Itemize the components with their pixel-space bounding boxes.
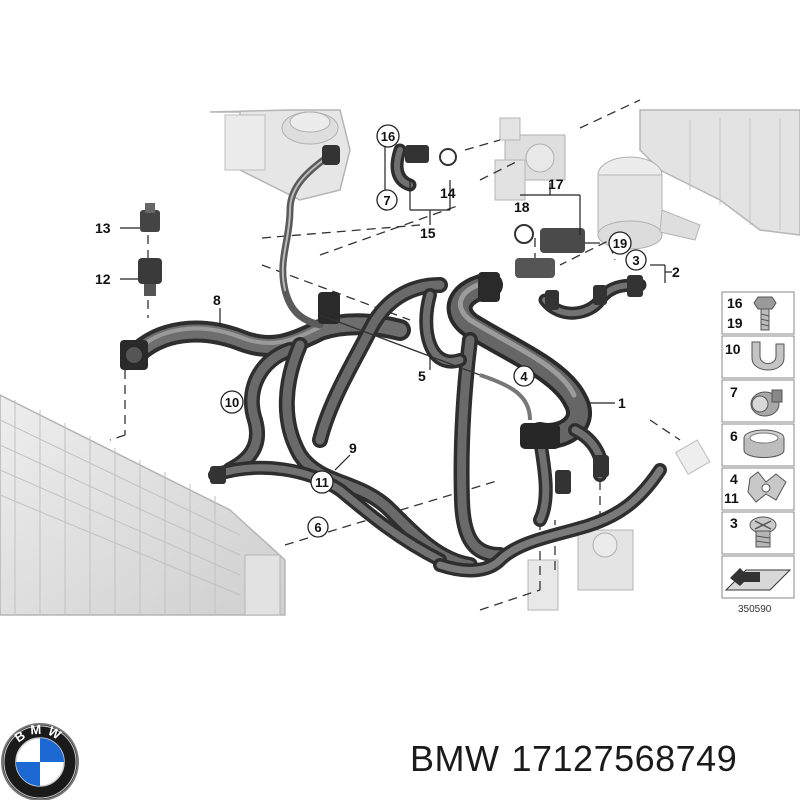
callout-4: 4	[520, 369, 528, 384]
band-clamp-icon	[743, 429, 785, 458]
legend-row-bolt: 16 19	[721, 291, 795, 335]
reference-number: 350590	[738, 604, 772, 615]
legend-row-clip: 10	[721, 335, 795, 379]
callout-12: 12	[95, 271, 111, 287]
brand-name: BMW	[410, 738, 500, 779]
expansion-tank	[209, 109, 351, 201]
bracket-clip-icon	[751, 341, 785, 371]
legend-label-16: 16	[727, 295, 743, 311]
callout-14: 14	[440, 185, 456, 201]
line-5	[319, 314, 481, 376]
callout-19: 19	[613, 236, 627, 251]
legend-label-10: 10	[725, 341, 741, 357]
cooling-hose-diagram: 1 2 5 8 9 12 13 14 15 17 18 3 4 6 7 10 1…	[0, 99, 800, 616]
bmw-logo: BMW	[1, 722, 79, 800]
legend-label-3: 3	[730, 515, 738, 531]
circled-callouts: 3 4 6 7 10 11 16 19	[220, 124, 647, 538]
callout-16: 16	[381, 129, 395, 144]
callout-6: 6	[314, 520, 321, 535]
callout-labels: 1 2 5 8 9 12 13 14 15 17 18	[95, 176, 680, 456]
hose-clamp-icon	[750, 389, 783, 417]
sensor-12	[138, 258, 162, 296]
bolt-icon	[753, 296, 777, 331]
part-number: 17127568749	[511, 738, 738, 779]
holder-clip-icon	[747, 471, 787, 503]
engine-block	[639, 109, 800, 236]
callout-5: 5	[418, 368, 426, 384]
legend-row-bleed-screw: 3	[721, 511, 795, 555]
callout-11: 11	[315, 475, 329, 490]
hose-connectors	[120, 145, 643, 494]
callout-2: 2	[672, 264, 680, 280]
callout-10: 10	[225, 395, 239, 410]
legend-label-6: 6	[730, 428, 738, 444]
oil-filter-housing	[597, 156, 701, 250]
legend-row-hardware-set	[721, 555, 795, 599]
callout-15: 15	[420, 225, 436, 241]
thermostat-housing	[494, 117, 566, 201]
callout-8: 8	[213, 292, 221, 308]
sensor-13	[140, 203, 160, 232]
callout-18: 18	[514, 199, 530, 215]
radiator	[0, 394, 286, 616]
water-pump	[527, 439, 711, 611]
callout-7: 7	[383, 193, 390, 208]
callout-1: 1	[618, 395, 626, 411]
legend-label-19: 19	[727, 315, 743, 331]
legend-row-hose-clamp: 7	[721, 379, 795, 423]
part-14-oring	[439, 148, 457, 166]
callout-leaders	[120, 145, 672, 471]
callout-3: 3	[632, 253, 639, 268]
brand-part-caption: BMW 17127568749	[410, 738, 749, 780]
legend-label-7: 7	[730, 384, 738, 400]
legend-label-11: 11	[724, 490, 739, 506]
legend-row-holder-clip: 4 11	[721, 467, 795, 511]
callout-9: 9	[349, 440, 357, 456]
parts-legend: 16 19 10 7	[721, 291, 795, 615]
part-18-thermostat	[514, 224, 585, 278]
callout-17: 17	[548, 176, 564, 192]
legend-row-band-clamp: 6	[721, 423, 795, 467]
hose-group	[124, 143, 667, 578]
legend-label-4: 4	[730, 471, 738, 487]
callout-13: 13	[95, 220, 111, 236]
bleed-screw-icon	[749, 516, 777, 548]
hardware-set-icon	[724, 568, 792, 591]
